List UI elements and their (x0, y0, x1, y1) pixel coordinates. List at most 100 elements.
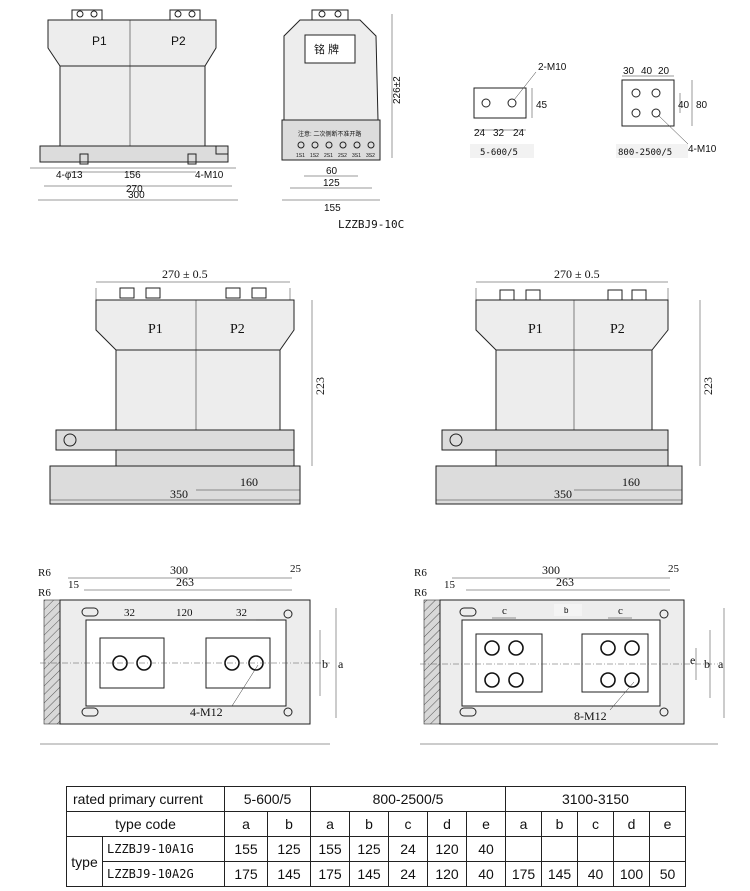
rated-current-label: rated primary current (66, 786, 225, 812)
side-dim-155: 155 (324, 203, 341, 214)
col-header: e (466, 811, 506, 837)
type-code-cell: LZZBJ9-10A1G (102, 836, 225, 862)
terminal-label: 1S2 (310, 153, 319, 159)
plan-left-dim-15: 15 (68, 579, 80, 591)
table-row: type LZZBJ9-10A1G 155 125 155 125 24 120… (66, 836, 686, 887)
mid-left-dim-223: 223 (313, 377, 327, 395)
plan-left-dim-32b: 32 (236, 607, 247, 619)
bottom-left-plan: 300 25 263 R6 R6 15 32 120 32 b a 4-M12 (38, 563, 344, 745)
front-p1-label: P1 (92, 34, 107, 48)
front-dim-156: 156 (124, 170, 141, 181)
value-cell: 50 (649, 861, 686, 887)
value-cell (649, 836, 686, 862)
spec-table: rated primary current 5-600/5 800-2500/5… (66, 786, 686, 887)
plan-right-r6a: R6 (414, 567, 427, 579)
value-cell: 175 (310, 861, 350, 887)
top-front-view: P1 P2 156 4-φ13 4-M10 270 300 (30, 9, 238, 201)
range-cell: 800-2500/5 (310, 786, 506, 812)
col-header: a (505, 811, 542, 837)
front-thread-label: 4-M10 (195, 170, 224, 181)
terminal-b-label: 4-M10 (688, 144, 717, 155)
col-header: b (267, 811, 311, 837)
col-header: e (649, 811, 686, 837)
value-cell (577, 836, 614, 862)
mid-right-dim-160: 160 (622, 475, 640, 489)
plan-right-dim-300: 300 (542, 563, 560, 577)
value-cell: 40 (577, 861, 614, 887)
mid-right-p1: P1 (528, 322, 543, 337)
bottom-right-plan: 300 25 263 R6 R6 15 c b c e b a 8-M12 (414, 563, 725, 745)
terminal-b-dim-40v: 40 (678, 100, 690, 111)
plan-right-dim-15: 15 (444, 579, 456, 591)
range-cell: 5-600/5 (224, 786, 311, 812)
value-cell: 145 (541, 861, 578, 887)
terminal-a-label: 2-M10 (538, 62, 567, 73)
col-header: d (613, 811, 650, 837)
front-dim-300: 300 (128, 190, 145, 201)
col-header: b (541, 811, 578, 837)
value-cell: 24 (388, 861, 428, 887)
top-side-view: 铭 牌 注意: 二次侧断不准开路 1S1 1S2 2S1 2S2 3S1 3S2… (281, 9, 404, 231)
mid-right-dim-223: 223 (701, 377, 715, 395)
terminal-label: 2S2 (338, 153, 347, 159)
front-p2-label: P2 (171, 34, 186, 48)
plan-right-dim-b: b (704, 657, 710, 671)
mid-left-p1: P1 (148, 322, 163, 337)
terminal-b-dim-20: 20 (658, 66, 670, 77)
plan-left-r6b: R6 (38, 587, 51, 599)
plan-right-label: 8-M12 (574, 709, 607, 723)
front-hole-label: 4-φ13 (56, 170, 83, 181)
plan-left-dim-32a: 32 (124, 607, 135, 619)
plan-left-dim-120: 120 (176, 607, 193, 619)
plan-left-r6a: R6 (38, 567, 51, 579)
mid-left-dim-270: 270 ± 0.5 (162, 267, 208, 281)
value-cell: 125 (349, 836, 389, 862)
value-cell: 155 (224, 836, 268, 862)
plan-right-dim-b-mid: b (564, 606, 569, 615)
mid-right-dim-270: 270 ± 0.5 (554, 267, 600, 281)
col-header: b (349, 811, 389, 837)
model-label: LZZBJ9-10C (338, 218, 404, 231)
col-header: c (577, 811, 614, 837)
side-caption: 注意: 二次侧断不准开路 (298, 130, 361, 138)
front-dim-270: 270 (126, 184, 143, 195)
col-header: a (310, 811, 350, 837)
value-cell: 120 (427, 861, 467, 887)
plan-left-dim-300: 300 (170, 563, 188, 577)
terminal-a-dim-24b: 24 (513, 128, 525, 139)
value-cell: 100 (613, 861, 650, 887)
value-cell: 40 (466, 836, 506, 862)
plan-left-dim-263: 263 (176, 575, 194, 589)
terminal-b-dim-40: 40 (641, 66, 653, 77)
value-cell: 24 (388, 836, 428, 862)
mid-right-view: 270 ± 0.5 P1 P2 223 160 350 (435, 267, 715, 505)
plan-left-dim-a: a (338, 657, 344, 671)
nameplate-label: 铭 牌 (314, 42, 339, 56)
plan-right-dim-a: a (718, 657, 724, 671)
terminal-label: 3S1 (352, 153, 361, 159)
value-cell: 40 (466, 861, 506, 887)
col-header: a (224, 811, 268, 837)
mid-right-p2: P2 (610, 322, 625, 337)
side-dim-125: 125 (323, 178, 340, 189)
terminal-a-dim-45: 45 (536, 100, 548, 111)
header-row-codes: type code a b a b c d e a b c d e (66, 811, 686, 837)
mid-right-dim-350: 350 (554, 487, 572, 501)
plan-right-r6b: R6 (414, 587, 427, 599)
value-cell: 120 (427, 836, 467, 862)
header-row-ranges: rated primary current 5-600/5 800-2500/5… (66, 786, 686, 812)
col-header: d (427, 811, 467, 837)
terminal-a-dim-32: 32 (493, 128, 505, 139)
type-code-label: type code (66, 811, 225, 837)
plan-right-dim-c-b: c (618, 605, 623, 617)
side-dim-60: 60 (326, 166, 338, 177)
mid-left-p2: P2 (230, 322, 245, 337)
table-row: LZZBJ9-10A2G 175 145 175 145 24 120 40 1… (67, 861, 686, 887)
value-cell: 175 (505, 861, 542, 887)
terminal-a-dim-24: 24 (474, 128, 486, 139)
terminal-label: 3S2 (366, 153, 375, 159)
value-cell: 145 (267, 861, 311, 887)
side-dim-226: 226±2 (392, 76, 403, 104)
plan-right-dim-e: e (690, 653, 695, 667)
